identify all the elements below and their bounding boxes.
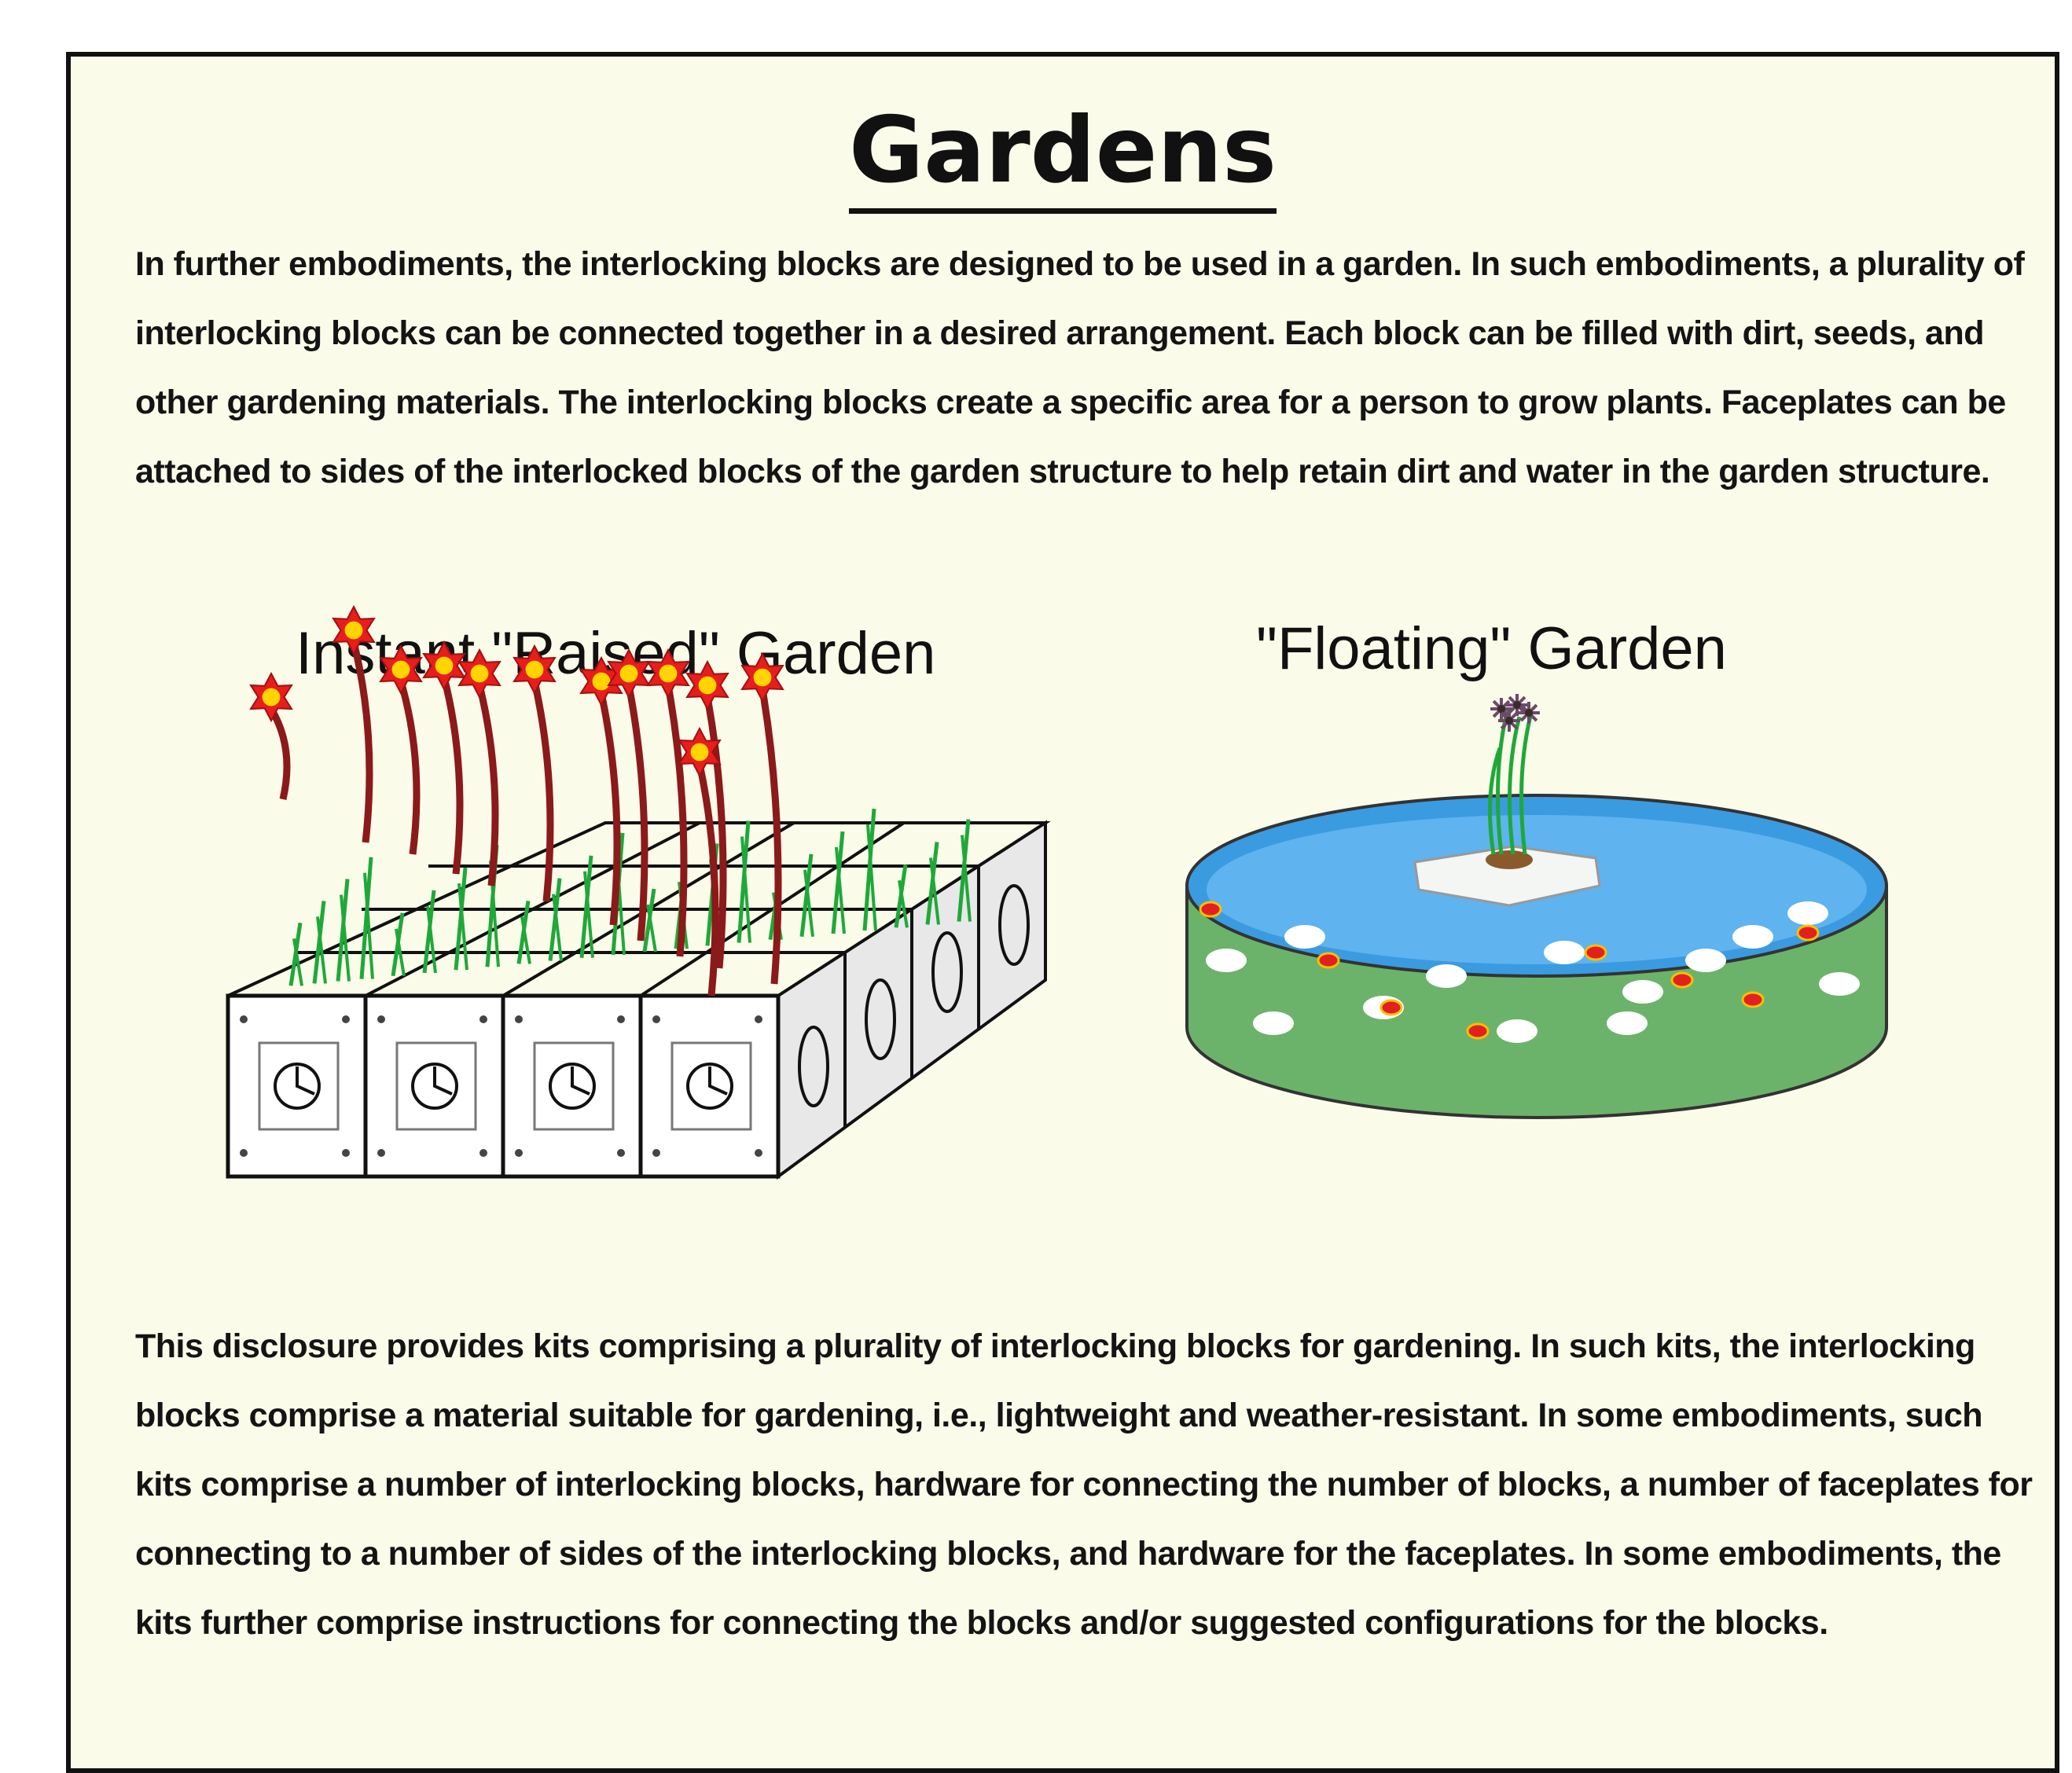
grass-blade [395, 928, 406, 977]
document-panel: Gardens In further embodiments, the inte… [66, 52, 2059, 1773]
planter-dot [1819, 972, 1860, 996]
floating-plant [1488, 694, 1540, 855]
faceplate [363, 993, 505, 1179]
raised-garden-illustration [226, 604, 1051, 1180]
grass-blade [520, 916, 531, 964]
planter-dot [1787, 901, 1828, 925]
floating-flower [1518, 702, 1540, 724]
planter-dot [1317, 952, 1340, 969]
grass-blade [646, 904, 657, 953]
floating-flower [1498, 710, 1520, 732]
flower [457, 648, 501, 886]
grass-blade [316, 916, 327, 984]
grass-blade [552, 894, 563, 961]
grass-blade [835, 846, 846, 934]
grass-blade [336, 879, 350, 982]
faceplate [226, 993, 368, 1179]
grass-blade [740, 836, 751, 943]
planter-dot [1685, 949, 1726, 972]
floating-stem [1488, 747, 1502, 855]
planter-dot [1670, 971, 1694, 989]
planter-dot [1732, 925, 1773, 949]
planter-dot [1253, 1011, 1294, 1035]
planter-dot [1544, 941, 1585, 964]
flower [607, 648, 651, 942]
planter-dot [1466, 1022, 1490, 1040]
floating-stem [1508, 716, 1522, 855]
grass-blade [929, 857, 940, 925]
flower [422, 640, 466, 875]
page-title: Gardens [71, 97, 2055, 214]
grass-blade [579, 855, 593, 958]
grass-blade [359, 857, 373, 979]
grass-blade [426, 905, 437, 974]
planter-dot [1607, 1011, 1648, 1035]
grass-blade [862, 808, 876, 931]
flower [685, 659, 729, 969]
floating-garden-illustration [1185, 694, 1888, 1119]
grass-blade [866, 824, 877, 931]
grass-blade [363, 872, 374, 979]
grass-blade [454, 867, 468, 971]
grass-blade [737, 820, 751, 943]
grass-blade [583, 871, 594, 958]
planter-dots [1199, 901, 1860, 1043]
flower [512, 644, 557, 902]
planter-dot [1584, 944, 1607, 961]
flower [332, 604, 376, 843]
grass-blade [831, 831, 845, 934]
grass-blade [961, 835, 972, 922]
flower [646, 648, 690, 957]
grass-blade [803, 869, 814, 938]
garden-plants [249, 604, 972, 997]
floating-stem [1519, 712, 1534, 855]
kits-paragraph: This disclosure provides kits comprising… [135, 1327, 2033, 1642]
planter-dot [1497, 1019, 1537, 1043]
flower [678, 726, 722, 997]
flower [740, 652, 784, 985]
faceplate [638, 993, 781, 1179]
faceplate [501, 993, 643, 1179]
planter-dot [1206, 949, 1247, 972]
floating-garden-caption: "Floating" Garden [1256, 615, 1727, 682]
block-faceplates [226, 993, 781, 1179]
intro-paragraph: In further embodiments, the interlocking… [135, 245, 2025, 490]
flower [379, 644, 423, 855]
planter-dot [1622, 980, 1663, 1004]
planter-dot [1199, 901, 1222, 918]
grass-blade [898, 879, 909, 928]
planter-ring [1185, 794, 1888, 1119]
planter-dot [1741, 991, 1765, 1008]
flower [249, 671, 293, 801]
planter-dot [1284, 925, 1325, 949]
planter-dot [1426, 964, 1467, 988]
grass-blade [340, 894, 351, 982]
planter-dot [1379, 999, 1403, 1016]
grass-blade [457, 883, 468, 971]
grass-blade [957, 819, 971, 922]
planter-dot [1796, 924, 1820, 942]
grass-blade [292, 938, 303, 986]
